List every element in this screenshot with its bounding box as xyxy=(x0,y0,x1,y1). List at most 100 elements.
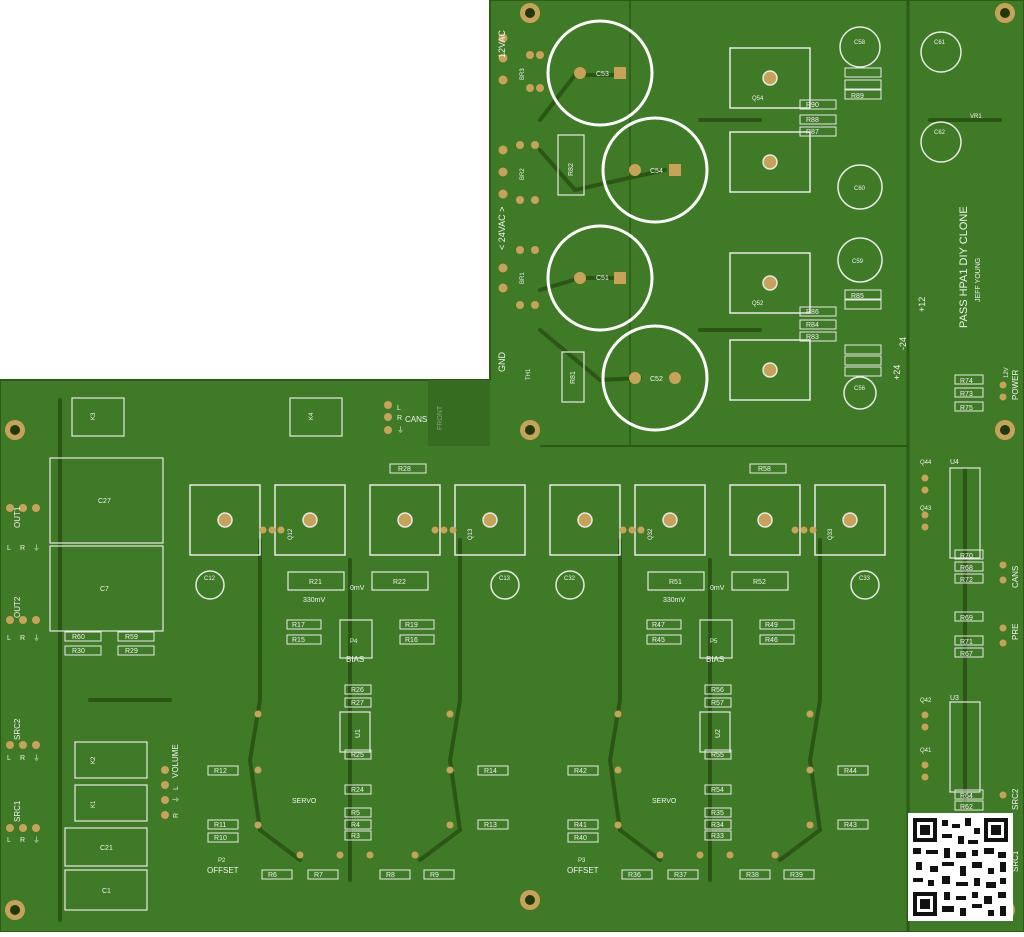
ref-r9: R9 xyxy=(430,872,439,879)
ref-r73: R73 xyxy=(960,391,973,398)
cap-c51 xyxy=(546,224,654,332)
label-out2: OUT2 xyxy=(13,596,22,618)
ref-r60: R60 xyxy=(72,634,85,641)
label-330mv-left: 330mV xyxy=(303,597,326,604)
ref-r7: R7 xyxy=(314,872,323,879)
ref-c59: C59 xyxy=(852,259,864,265)
ref-r84: R84 xyxy=(806,322,819,329)
ref-q54: Q54 xyxy=(752,96,764,102)
label-out1: OUT1 xyxy=(13,506,22,528)
ic-u1 xyxy=(339,711,371,753)
ref-r17: R17 xyxy=(292,622,305,629)
relay-k1 xyxy=(74,784,148,822)
ref-u4: U4 xyxy=(950,459,959,466)
label-out2-r: R xyxy=(20,635,25,642)
label-src2-r: R xyxy=(20,755,25,762)
film-caps xyxy=(49,134,981,911)
label-gnd: GND xyxy=(497,352,507,373)
label-bias-right: BIAS xyxy=(706,655,724,664)
ref-q32: Q32 xyxy=(648,528,654,540)
ref-r14: R14 xyxy=(484,768,497,775)
ref-r52: R52 xyxy=(753,579,766,586)
ref-c1: C1 xyxy=(102,888,111,895)
ref-r11: R11 xyxy=(214,822,226,829)
ref-r67: R67 xyxy=(960,651,973,658)
res-r52 xyxy=(731,571,789,591)
label-plus24: +24 xyxy=(892,365,902,380)
ref-r29: R29 xyxy=(125,648,138,655)
ref-r70: R70 xyxy=(960,553,973,560)
ref-c56: C56 xyxy=(854,386,866,392)
pads xyxy=(6,33,1007,859)
label-src2-l: L xyxy=(7,755,11,762)
ref-r37: R37 xyxy=(674,872,687,879)
ref-r83: R83 xyxy=(806,334,819,341)
ref-r26: R26 xyxy=(351,687,364,694)
cap-c21 xyxy=(64,827,148,867)
label-volume-r: R xyxy=(173,813,180,818)
ref-r22: R22 xyxy=(393,579,406,586)
label-volume: VOLUME xyxy=(171,744,180,778)
ref-p3: P3 xyxy=(578,858,586,864)
ref-q44: Q44 xyxy=(920,460,932,466)
label-cans: CANS xyxy=(405,415,427,424)
relay-k4 xyxy=(289,397,343,437)
label-cans-gnd: ⏚ xyxy=(397,426,404,434)
label-330mv-right: 330mV xyxy=(663,597,686,604)
label-cans-l: L xyxy=(397,405,401,412)
ref-u1: U1 xyxy=(355,729,362,738)
cap-c54 xyxy=(601,116,709,224)
ref-c60: C60 xyxy=(854,186,866,192)
ref-r39: R39 xyxy=(790,872,803,879)
label-power: POWER xyxy=(1011,370,1020,400)
ref-u2: U2 xyxy=(715,729,722,738)
ref-r24: R24 xyxy=(351,787,364,794)
ref-c13: C13 xyxy=(499,576,511,582)
ref-r88: R88 xyxy=(806,117,819,124)
label-src2: SRC2 xyxy=(13,718,22,740)
ref-r36: R36 xyxy=(628,872,641,879)
ref-p2: P2 xyxy=(218,858,226,864)
ref-r44: R44 xyxy=(844,768,857,775)
ref-r10: R10 xyxy=(214,835,227,842)
label-front: FRONT xyxy=(437,405,444,430)
ref-r35: R35 xyxy=(711,810,724,817)
label-out1-gnd: ⏚ xyxy=(33,544,40,552)
ref-q33: Q33 xyxy=(828,528,834,540)
board-title: PASS HPA1 DIY CLONE xyxy=(958,206,970,328)
ref-r25: R25 xyxy=(351,752,364,759)
ref-r41: R41 xyxy=(574,822,587,829)
ref-r45: R45 xyxy=(652,637,665,644)
traces xyxy=(58,73,1002,922)
label-src1: SRC1 xyxy=(13,800,22,822)
ref-r42: R42 xyxy=(574,768,587,775)
label-servo-right: SERVO xyxy=(652,798,677,805)
cap-c52 xyxy=(601,324,709,432)
resistor-labels: R90R88R87R89R86R84R83R85R74R73R75R70R68R… xyxy=(72,93,973,879)
ref-vr1: VR1 xyxy=(970,114,982,120)
ref-r81: R81 xyxy=(570,371,577,384)
ref-c54: C54 xyxy=(650,168,663,175)
board-front-strip xyxy=(428,380,490,446)
ref-r89: R89 xyxy=(851,93,864,100)
label-0mv-right: 0mV xyxy=(710,585,725,592)
label-src1-l: L xyxy=(7,837,11,844)
ref-r13: R13 xyxy=(484,822,497,829)
ref-r71: R71 xyxy=(960,639,973,646)
ref-r5: R5 xyxy=(351,810,360,817)
pot-p5 xyxy=(699,619,733,659)
label-out2-gnd: ⏚ xyxy=(33,634,40,642)
ref-k1: K1 xyxy=(91,800,97,808)
label-src2-gnd: ⏚ xyxy=(33,754,40,762)
label-src2-btn: SRC2 xyxy=(1011,788,1020,810)
label-servo-left: SERVO xyxy=(292,798,317,805)
ref-r46: R46 xyxy=(765,637,778,644)
ref-r3: R3 xyxy=(351,833,360,840)
ref-r90: R90 xyxy=(806,102,819,109)
res-r51 xyxy=(647,571,705,591)
ref-q52: Q52 xyxy=(752,301,764,307)
ic-u2 xyxy=(699,711,731,753)
res-r82 xyxy=(557,134,585,196)
